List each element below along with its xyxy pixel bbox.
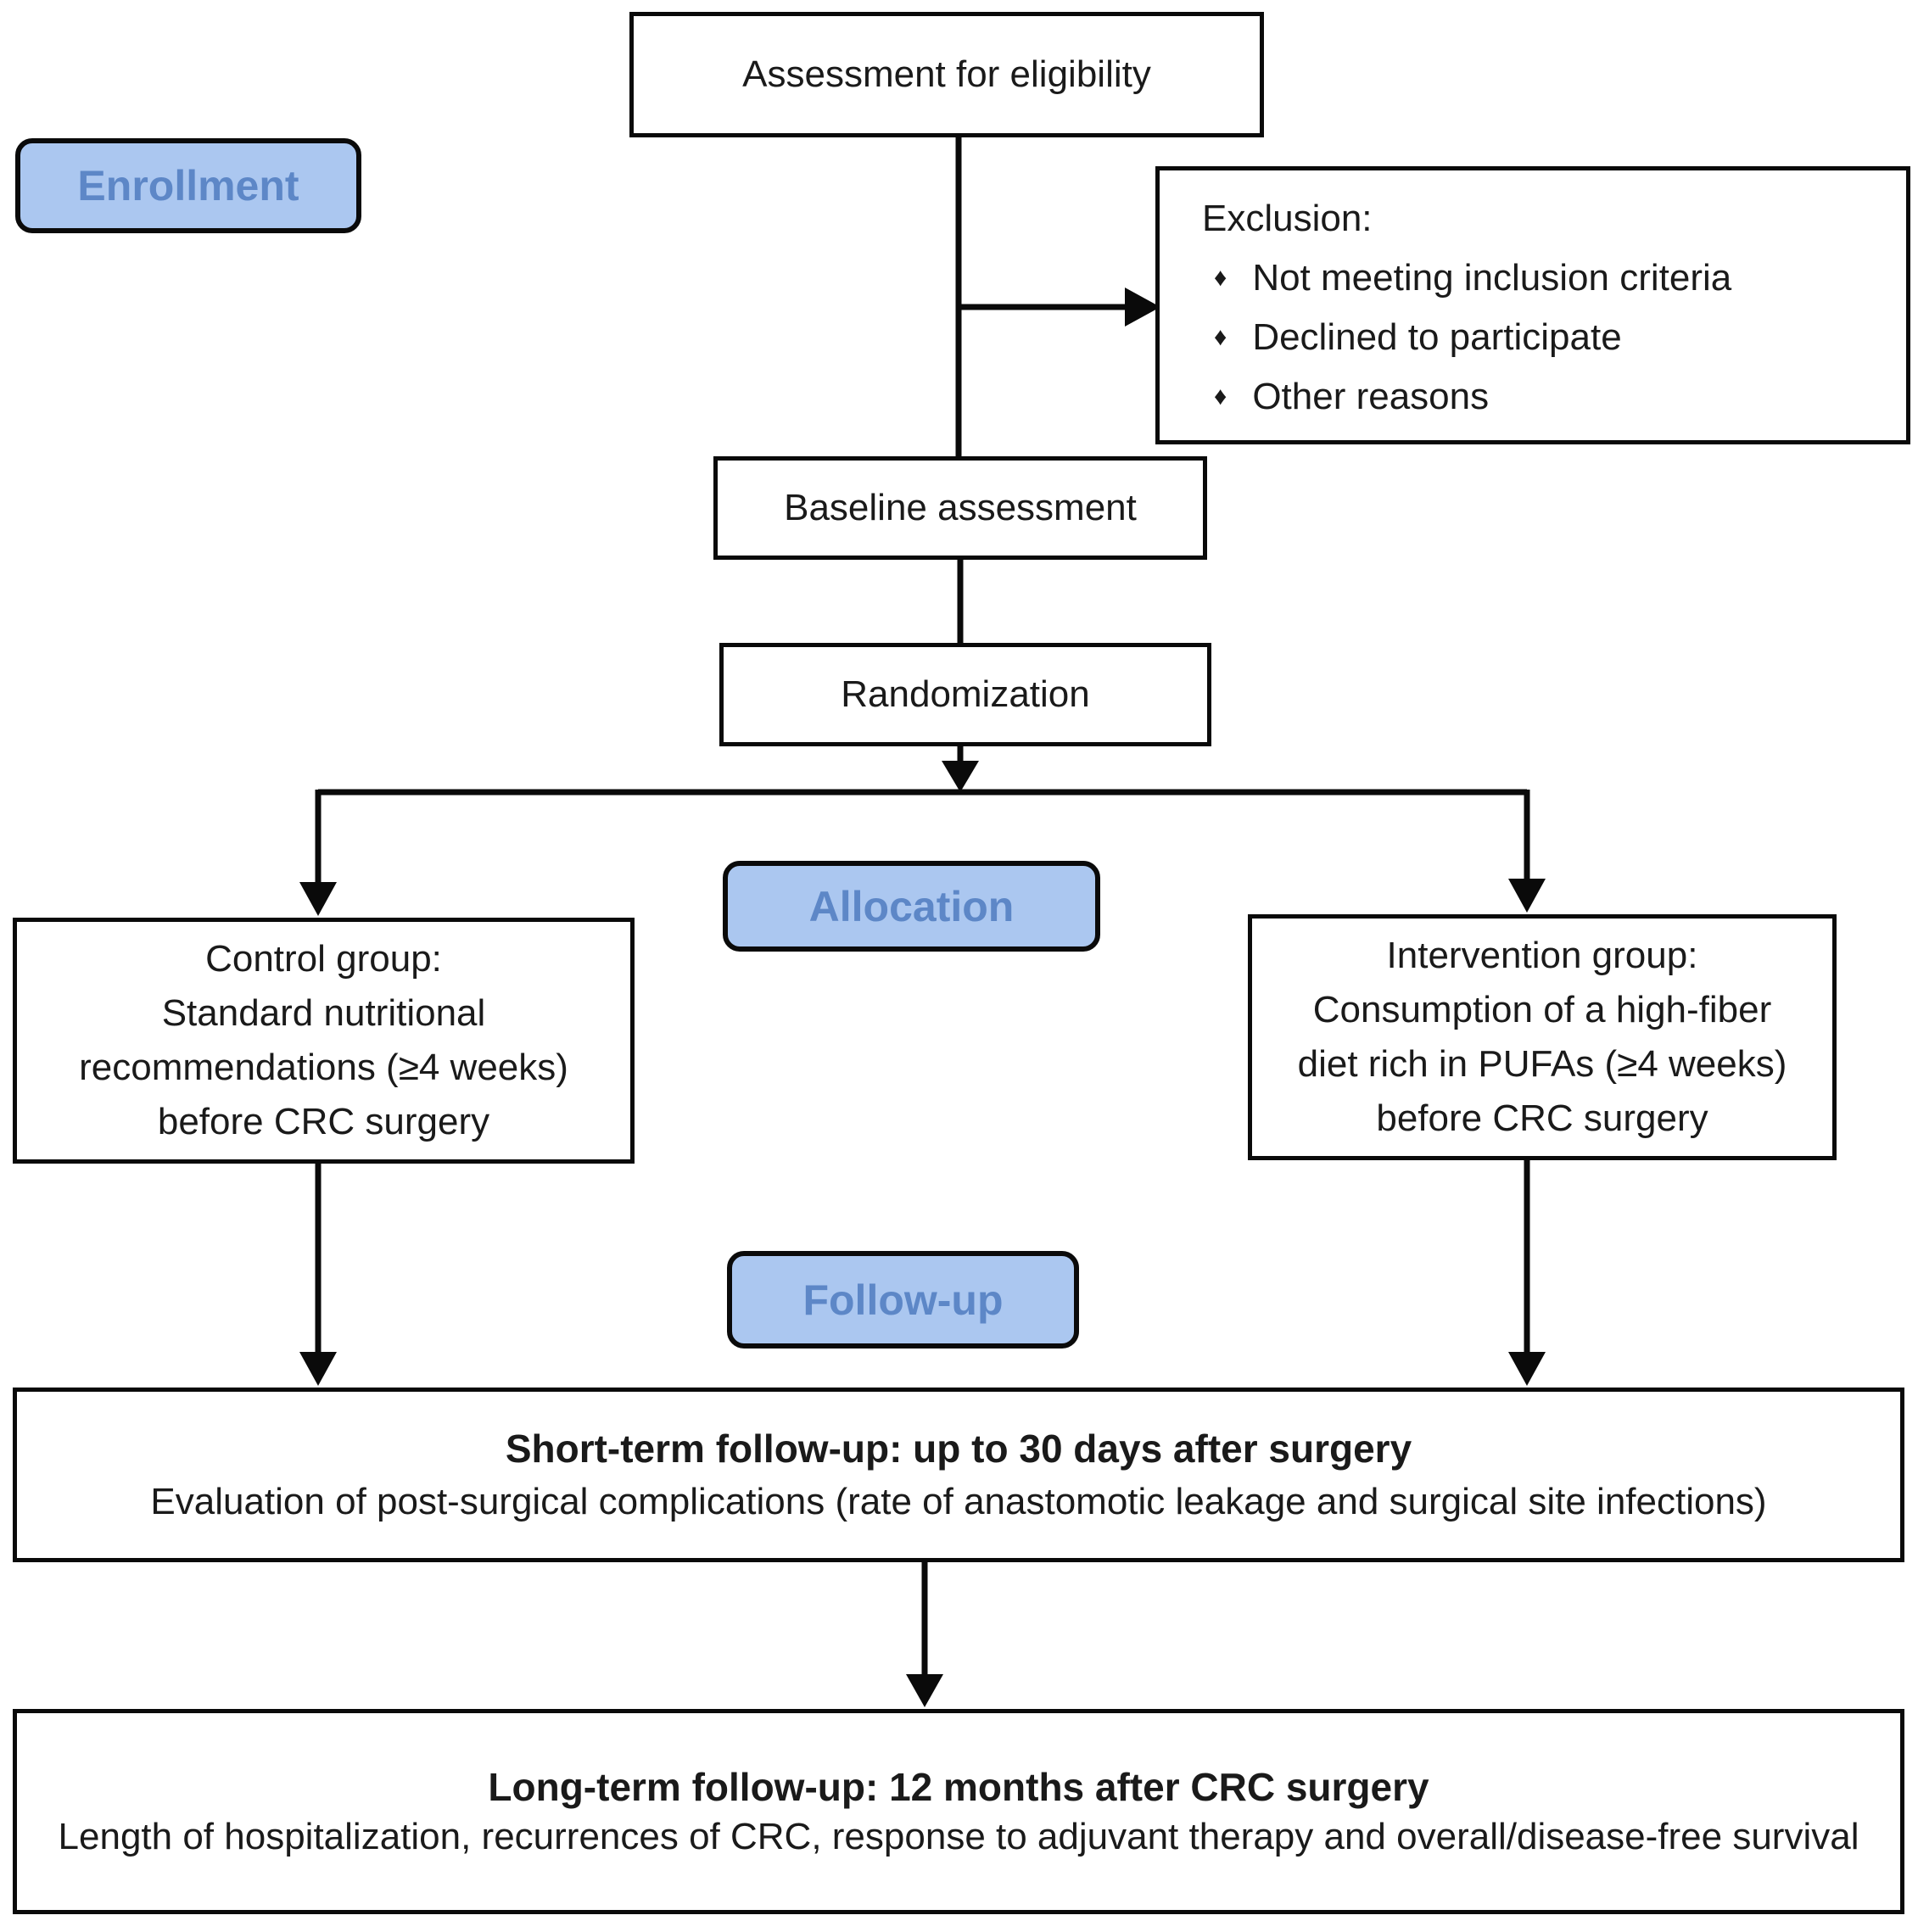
diamond-bullet-icon: ♦ <box>1214 264 1227 292</box>
intervention-group-text: Intervention group: Consumption of a hig… <box>1297 935 1787 1139</box>
followup-label: Follow-up <box>802 1276 1004 1324</box>
baseline-label: Baseline assessment <box>784 487 1137 528</box>
arrowhead-longterm <box>906 1674 943 1707</box>
exclusion-item: ♦ Not meeting inclusion criteria <box>1202 248 1731 308</box>
arrowhead-shortterm-left <box>299 1352 337 1386</box>
assessment-box: Assessment for eligibility <box>629 12 1264 137</box>
allocation-label: Allocation <box>808 882 1015 930</box>
long-term-followup-box: Long-term follow-up: 12 months after CRC… <box>13 1709 1904 1914</box>
arrowhead-shortterm-right <box>1508 1352 1546 1386</box>
exclusion-item: ♦ Declined to participate <box>1202 308 1622 367</box>
short-term-title: Short-term follow-up: up to 30 days afte… <box>505 1427 1412 1471</box>
control-group-text: Control group: Standard nutritional reco… <box>79 938 568 1142</box>
diamond-bullet-icon: ♦ <box>1214 382 1227 410</box>
allocation-stage-badge: Allocation <box>723 861 1100 952</box>
arrowhead-intervention <box>1508 879 1546 913</box>
exclusion-item-text: Not meeting inclusion criteria <box>1252 257 1732 299</box>
intervention-group-box: Intervention group: Consumption of a hig… <box>1248 914 1837 1160</box>
exclusion-box: Exclusion: ♦ Not meeting inclusion crite… <box>1155 166 1910 444</box>
exclusion-item-text: Other reasons <box>1252 376 1490 417</box>
exclusion-title: Exclusion: <box>1202 198 1373 239</box>
short-term-followup-box: Short-term follow-up: up to 30 days afte… <box>13 1388 1904 1562</box>
diamond-bullet-icon: ♦ <box>1214 323 1227 351</box>
long-term-body: Length of hospitalization, recurrences o… <box>58 1816 1859 1857</box>
exclusion-item: ♦ Other reasons <box>1202 367 1489 427</box>
followup-stage-badge: Follow-up <box>727 1251 1079 1348</box>
enrollment-label: Enrollment <box>77 162 299 209</box>
arrowhead-exclusion <box>1125 288 1160 327</box>
randomization-box: Randomization <box>719 643 1211 746</box>
randomization-label: Randomization <box>841 673 1090 715</box>
enrollment-stage-badge: Enrollment <box>15 138 361 233</box>
assessment-label: Assessment for eligibility <box>742 53 1151 95</box>
control-group-box: Control group: Standard nutritional reco… <box>13 918 635 1164</box>
arrowhead-split <box>942 761 979 792</box>
arrowhead-control <box>299 882 337 916</box>
exclusion-item-text: Declined to participate <box>1252 316 1622 358</box>
baseline-assessment-box: Baseline assessment <box>713 456 1207 560</box>
long-term-title: Long-term follow-up: 12 months after CRC… <box>488 1765 1429 1809</box>
short-term-body: Evaluation of post-surgical complication… <box>150 1481 1767 1522</box>
